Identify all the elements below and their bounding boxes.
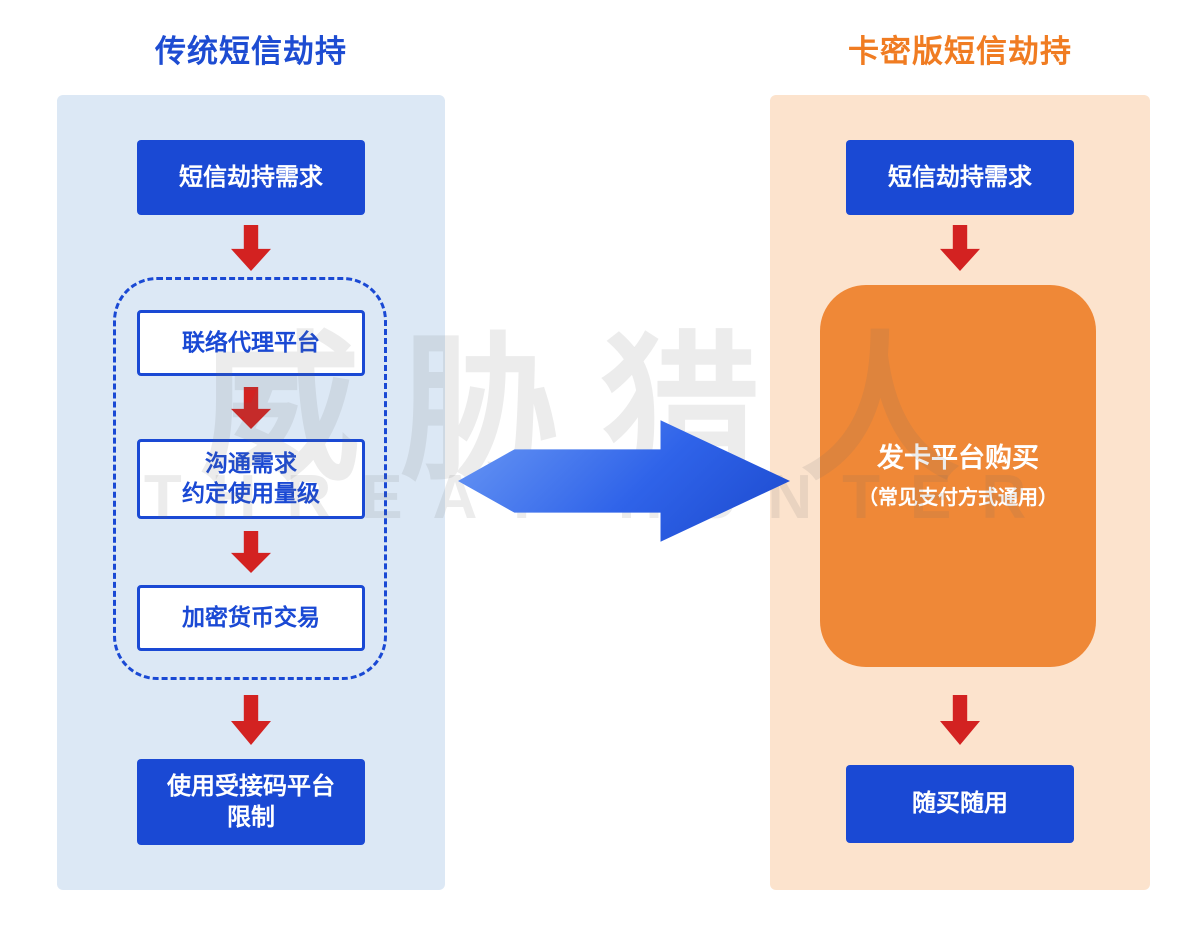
left-step1-node: 联络代理平台 [137,310,365,376]
left-end-node: 使用受接码平台 限制 [137,759,365,845]
left-end-label-line1: 使用受接码平台 [167,772,335,800]
left-flow-title: 传统短信劫持 [155,34,347,69]
down-arrow-icon [231,225,271,271]
right-arrow-icon [458,420,790,542]
right-main-note: （常见支付方式通用） [858,486,1058,509]
right-end-node: 随买随用 [846,765,1074,843]
left-start-node: 短信劫持需求 [137,140,365,215]
left-dashed-group [113,277,387,680]
right-end-label: 随买随用 [912,790,1008,818]
right-main-label: 发卡平台购买 [877,443,1039,474]
left-start-label: 短信劫持需求 [179,163,323,191]
left-step2-label-line1: 沟通需求 [205,450,297,477]
down-arrow-icon [940,225,980,271]
left-step3-node: 加密货币交易 [137,585,365,651]
left-step2-label-line2: 约定使用量级 [182,480,320,506]
left-step3-label: 加密货币交易 [182,604,320,631]
left-step2-node: 沟通需求 约定使用量级 [137,439,365,519]
right-start-label: 短信劫持需求 [888,163,1032,191]
right-main-node: 发卡平台购买 （常见支付方式通用） [820,285,1096,667]
right-flow-title: 卡密版短信劫持 [848,34,1072,69]
left-step1-label: 联络代理平台 [182,329,320,356]
down-arrow-icon [940,695,980,745]
right-start-node: 短信劫持需求 [846,140,1074,215]
right-flow-panel: 短信劫持需求 发卡平台购买 （常见支付方式通用） 随买随用 [770,95,1150,890]
left-flow-panel: 短信劫持需求 联络代理平台 沟通需求 约定使用量级 加密货币交易 使用受接码平台… [57,95,445,890]
left-end-label-line2: 限制 [227,804,275,831]
down-arrow-icon [231,695,271,745]
